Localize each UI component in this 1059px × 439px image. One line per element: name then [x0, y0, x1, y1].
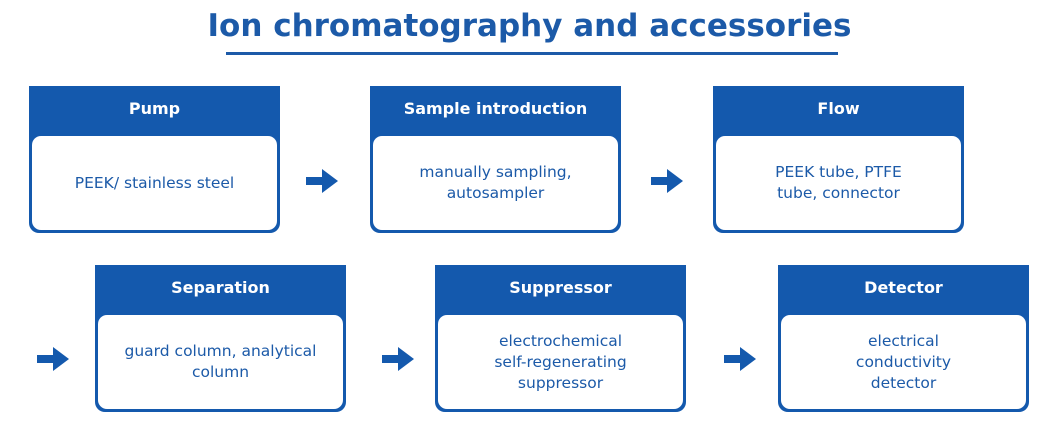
step-title: Flow	[817, 99, 860, 118]
step-body: electrochemical self-regenerating suppre…	[438, 315, 683, 409]
arrow-right-icon	[37, 347, 69, 371]
step-separation: Separation guard column, analytical colum…	[95, 265, 346, 412]
step-body: PEEK/ stainless steel	[32, 136, 277, 230]
arrow-right-icon	[382, 347, 414, 371]
title-underline	[226, 52, 838, 55]
step-body: manually sampling, autosampler	[373, 136, 618, 230]
step-body: PEEK tube, PTFE tube, connector	[716, 136, 961, 230]
step-title: Sample introduction	[403, 99, 588, 118]
step-title: Suppressor	[509, 278, 612, 297]
step-body: electrical conductivity detector	[781, 315, 1026, 409]
step-detector: Detector electrical conductivity detector	[778, 265, 1029, 412]
arrow-right-icon	[724, 347, 756, 371]
arrow-right-icon	[651, 169, 683, 193]
arrow-right-icon	[306, 169, 338, 193]
step-title: Detector	[864, 278, 943, 297]
step-title: Separation	[171, 278, 270, 297]
step-sample-introduction: Sample introduction manually sampling, au…	[370, 86, 621, 233]
step-body: guard column, analytical column	[98, 315, 343, 409]
diagram-title: Ion chromatography and accessories	[207, 8, 852, 44]
step-suppressor: Suppressor electrochemical self-regenerat…	[435, 265, 686, 412]
step-title: Pump	[128, 99, 181, 118]
